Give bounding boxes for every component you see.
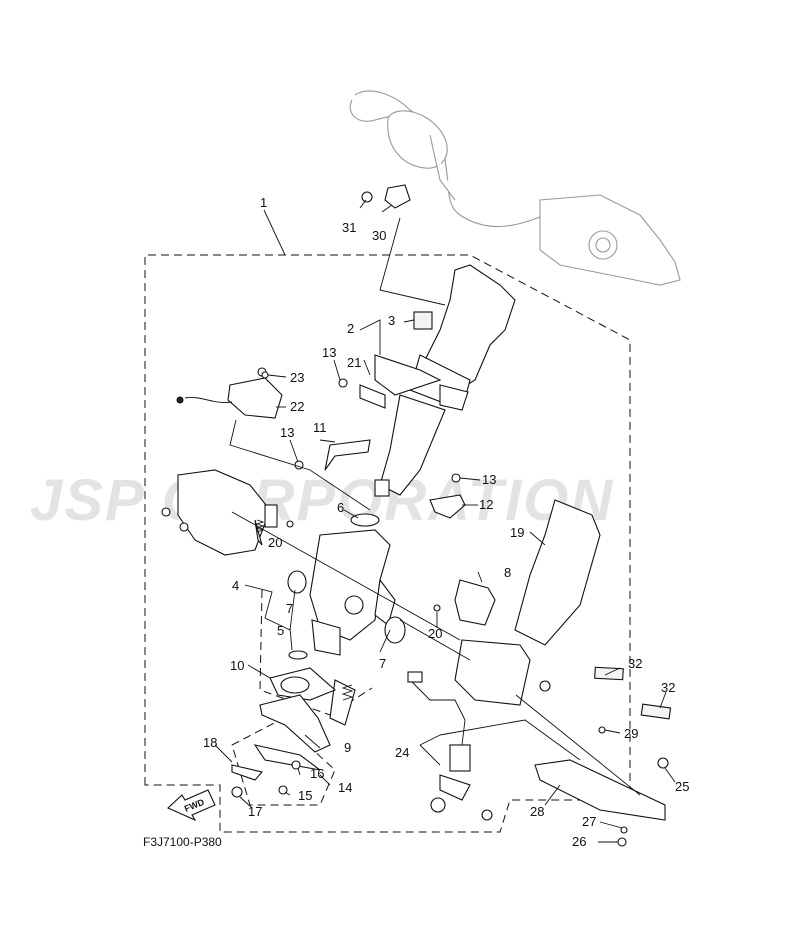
callout-3: 3	[388, 313, 395, 328]
callout-numbers: 1 2 3 4 5 6 7 7 8 9 10 11 12 13 13 13 14…	[203, 195, 689, 849]
callout-23: 23	[290, 370, 304, 385]
bolt-17	[231, 786, 243, 798]
plate-28	[534, 759, 666, 821]
bracket-12	[429, 494, 466, 519]
callout-25: 25	[675, 779, 689, 794]
callout-31: 31	[342, 220, 356, 235]
screw-23	[261, 371, 269, 379]
callout-21: 21	[347, 355, 361, 370]
plate-18	[231, 764, 264, 781]
callout-30: 30	[372, 228, 386, 243]
callout-27: 27	[582, 814, 596, 829]
callout-26: 26	[572, 834, 586, 849]
callout-4: 4	[232, 578, 239, 593]
assembly-boundary	[144, 254, 631, 833]
callout-13-b: 13	[280, 425, 294, 440]
watermark: JSP CORPORATION	[30, 468, 614, 533]
callout-19: 19	[510, 525, 524, 540]
callout-7-left: 7	[286, 601, 293, 616]
callout-20-right: 20	[428, 626, 442, 641]
leader-lines	[214, 199, 676, 843]
pad-32-b	[640, 703, 672, 720]
callout-32-b: 32	[661, 680, 675, 695]
callout-14: 14	[338, 780, 352, 795]
callout-28: 28	[530, 804, 544, 819]
callout-9: 9	[344, 740, 351, 755]
bracket-11	[324, 439, 371, 471]
callout-16: 16	[310, 766, 324, 781]
callout-2: 2	[347, 321, 354, 336]
callout-5: 5	[277, 623, 284, 638]
callout-22: 22	[290, 399, 304, 414]
callout-13-a: 13	[322, 345, 336, 360]
washer-27	[620, 826, 628, 834]
callout-17: 17	[248, 804, 262, 819]
callout-20-left: 20	[268, 535, 282, 550]
bracket-16	[253, 744, 321, 771]
cover-19	[514, 499, 601, 646]
callout-13-c: 13	[482, 472, 496, 487]
clip-29	[598, 726, 606, 734]
callout-24: 24	[395, 745, 409, 760]
spring-20	[255, 519, 354, 701]
subgroup-boundary	[231, 719, 336, 806]
callout-8: 8	[504, 565, 511, 580]
callout-32-a: 32	[628, 656, 642, 671]
callout-12: 12	[479, 497, 493, 512]
callout-1: 1	[260, 195, 267, 210]
housing-6	[287, 513, 396, 726]
callout-10: 10	[230, 658, 244, 673]
callout-15: 15	[298, 788, 312, 803]
module-8	[384, 579, 551, 706]
callout-18: 18	[203, 735, 217, 750]
harness-24	[407, 671, 493, 821]
fwd-arrow-icon: FWD	[167, 789, 216, 822]
bolt-31	[361, 191, 373, 203]
bolt-25	[657, 757, 669, 769]
callout-7-right: 7	[379, 656, 386, 671]
nut-26	[617, 837, 627, 847]
clamp-30	[384, 184, 411, 209]
steering-column	[359, 264, 516, 497]
callout-29: 29	[624, 726, 638, 741]
handlebar-illustration	[349, 90, 681, 286]
bolt-13-c	[451, 473, 461, 483]
diagram-code: F3J7100-P380	[143, 835, 222, 849]
callout-6: 6	[337, 500, 344, 515]
screw-16	[291, 760, 301, 770]
callout-11: 11	[313, 420, 327, 435]
base-10	[259, 667, 337, 753]
bolt-13-a	[338, 378, 348, 388]
bushing-3	[413, 311, 433, 330]
